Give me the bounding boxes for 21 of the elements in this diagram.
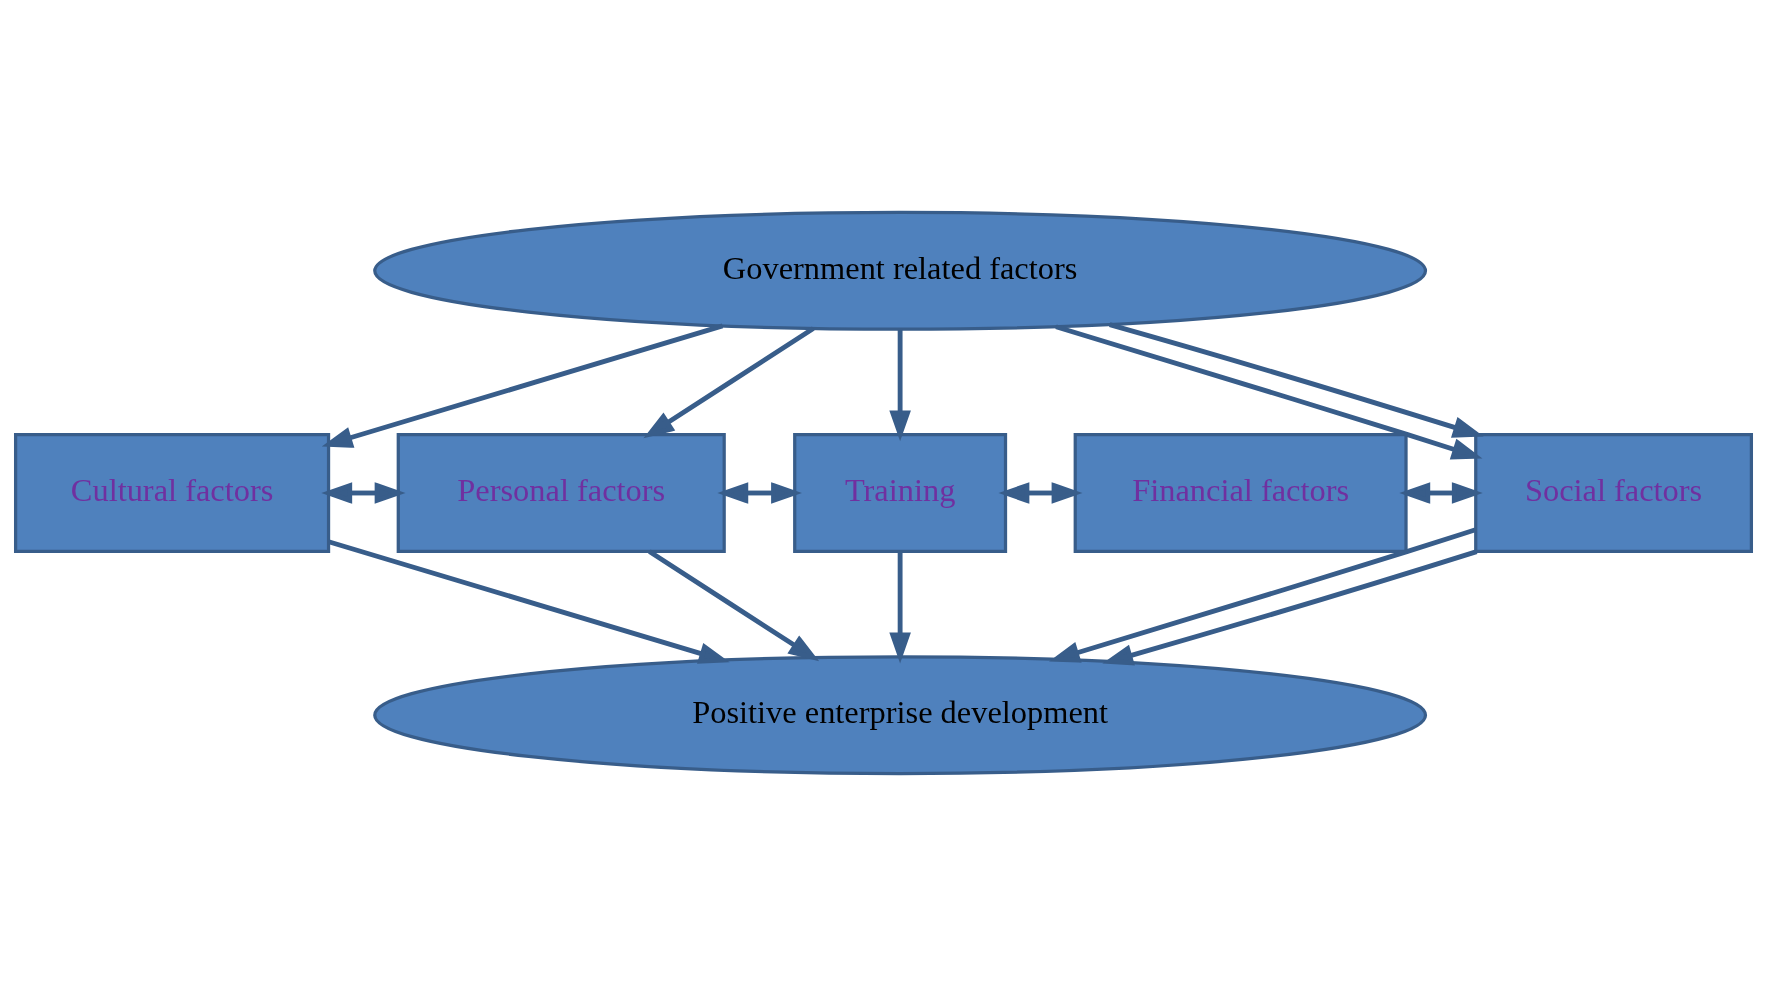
node-ellipse: Positive enterprise development	[373, 654, 1428, 775]
arrow	[648, 549, 820, 661]
arrow	[717, 481, 802, 504]
arrow	[1102, 548, 1478, 665]
arrow	[1049, 526, 1477, 663]
arrow	[321, 323, 724, 448]
node-box: Personal factors	[396, 432, 726, 553]
node-box: Cultural factors	[14, 432, 331, 553]
arrow	[328, 538, 730, 664]
node-box: Training	[793, 432, 1008, 553]
arrow	[1055, 323, 1483, 459]
node-ellipse: Government related factors	[373, 210, 1428, 331]
node-box: Financial factors	[1073, 432, 1408, 553]
arrow	[643, 326, 815, 438]
arrow	[889, 328, 911, 441]
arrow	[889, 551, 911, 663]
arrow	[998, 481, 1083, 504]
arrow	[321, 481, 406, 504]
node-box: Social factors	[1474, 432, 1753, 553]
arrow	[1109, 321, 1484, 438]
arrow	[1399, 481, 1483, 504]
